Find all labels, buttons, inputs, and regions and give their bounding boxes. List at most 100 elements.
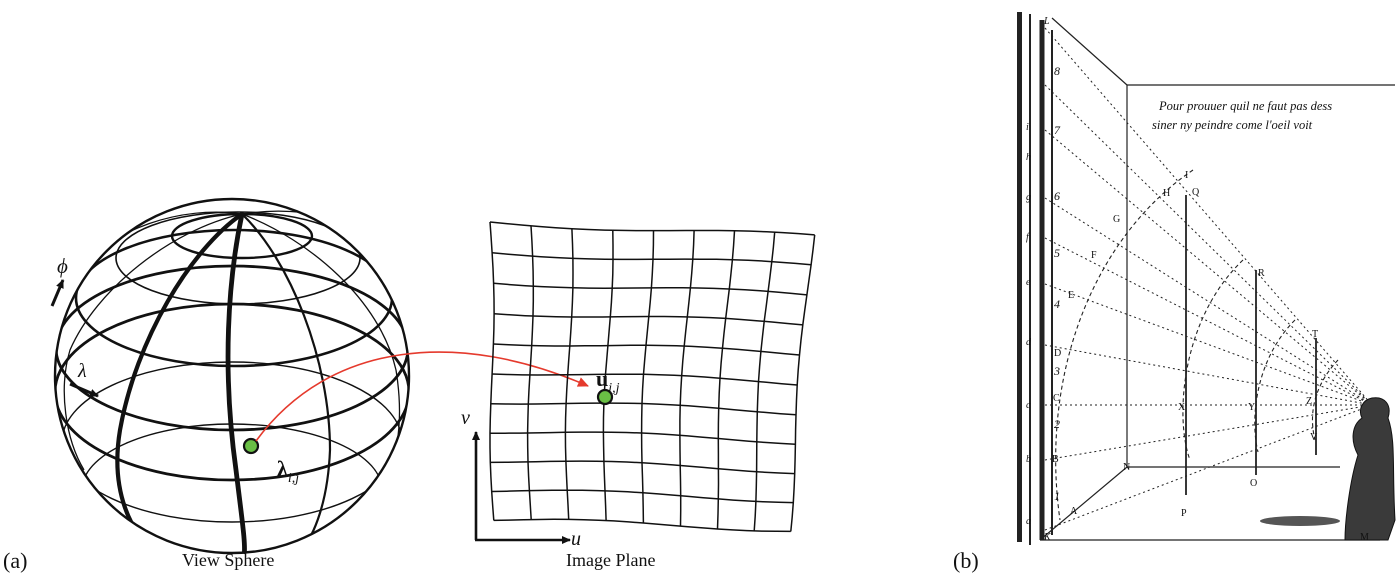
plane-letter: Z	[1306, 396, 1312, 407]
arc-letter: G	[1113, 214, 1120, 225]
observer-shadow	[1260, 516, 1340, 526]
arc-4	[1311, 359, 1339, 441]
engraving-caption-line2: siner ny peindre come l'oeil voit	[1152, 118, 1313, 132]
image-point-label: ui,j	[596, 366, 620, 396]
sight-line	[1044, 27, 1373, 406]
scale-number: 1	[1054, 489, 1060, 503]
scale-letter: g	[1026, 192, 1031, 203]
lambda-label: λ	[77, 360, 87, 382]
arc-letter: F	[1091, 250, 1097, 261]
scale-letter: L	[1043, 16, 1050, 27]
scale-letter: f	[1026, 232, 1030, 243]
arc-3	[1254, 319, 1296, 453]
image-plane: ui,j v u Image Plane	[461, 221, 816, 570]
grid-row-line	[493, 343, 800, 356]
scale-number: 4	[1054, 297, 1060, 311]
longitude-line	[225, 213, 247, 553]
image-point-marker	[596, 388, 614, 406]
grid-column-line	[640, 230, 655, 524]
scale-number: 2	[1054, 417, 1060, 431]
arc-letter: B	[1052, 454, 1059, 465]
image-grid	[489, 221, 816, 533]
grid-row-line	[492, 251, 812, 266]
scale-letter: d	[1026, 337, 1032, 348]
grid-row-line	[490, 460, 795, 475]
grid-row-line	[493, 518, 791, 533]
phi-arrow	[50, 279, 65, 307]
grid-row-line	[494, 312, 803, 326]
phi-label: ϕ	[57, 254, 68, 278]
sight-line	[1044, 344, 1373, 406]
image-point-symbol: u	[596, 366, 608, 391]
sphere-point-label: λi,j	[277, 456, 299, 486]
sphere-pole	[240, 212, 244, 216]
scale-number: 7	[1054, 123, 1061, 137]
scale-letter: h	[1026, 152, 1031, 163]
plane-letter: Q	[1192, 187, 1200, 198]
plane-letter: P	[1181, 508, 1187, 519]
lambda-arrow	[69, 382, 99, 398]
grid-row-line	[491, 489, 794, 504]
sight-line	[1044, 404, 1373, 461]
plane-letter: T	[1312, 329, 1318, 340]
scale-letter: e	[1026, 277, 1031, 288]
grid-column-line	[489, 221, 495, 521]
scale-number: 3	[1053, 364, 1060, 378]
sphere-caption: View Sphere	[182, 550, 274, 570]
observer-figure	[1344, 397, 1396, 541]
frame-top	[1051, 17, 1128, 86]
image-plane-caption: Image Plane	[566, 550, 655, 570]
grid-column-line	[526, 225, 535, 520]
plane-letter: X	[1178, 402, 1186, 413]
grid-row-line	[490, 402, 797, 416]
longitude-line	[241, 213, 401, 491]
sphere-point-marker	[242, 437, 260, 455]
scale-letter: K	[1043, 532, 1052, 543]
sight-lines	[1044, 27, 1373, 531]
mapping-arrow	[255, 351, 589, 442]
panel-a-label: (a)	[3, 548, 27, 573]
grid-column-line	[790, 234, 816, 532]
arc-letter: H	[1163, 188, 1170, 199]
panel-b-label: (b)	[953, 548, 979, 573]
scale-number: 6	[1054, 189, 1060, 203]
panel-a: (a)	[3, 197, 816, 573]
grid-row-line	[493, 282, 807, 296]
arc-letter: E	[1068, 290, 1074, 301]
sphere-outline	[53, 197, 411, 555]
sight-line	[1044, 237, 1373, 406]
sphere-grid	[55, 210, 409, 553]
engraving-border	[1017, 12, 1022, 542]
image-point-subscript: i,j	[608, 381, 619, 396]
arc-letter: D	[1054, 348, 1061, 359]
engraving-caption-line1: Pour prouuer quil ne faut pas dess	[1158, 99, 1332, 113]
scale-number: 5	[1054, 246, 1060, 260]
plane-letter: M	[1360, 532, 1369, 543]
scale-number: 8	[1054, 64, 1060, 78]
plane-letter: R	[1258, 268, 1265, 279]
plane-letter: N	[1123, 462, 1130, 473]
grid-row-line	[490, 431, 796, 446]
sphere-point-subscript: i,j	[288, 471, 299, 486]
perspective-engraving	[1017, 12, 1396, 545]
scale-letter: b	[1026, 454, 1031, 465]
longitude-line	[241, 213, 332, 553]
scale-letter: a	[1026, 516, 1031, 527]
sight-line	[1044, 283, 1373, 406]
arc-1	[1055, 169, 1194, 521]
grid-column-line	[679, 230, 695, 527]
arc-letter: A	[1070, 506, 1078, 517]
longitude-line	[63, 213, 243, 471]
grid-row-line	[489, 221, 815, 236]
scale-letter: c	[1026, 400, 1031, 411]
sight-line	[1044, 197, 1373, 406]
arc-letter: C	[1053, 393, 1060, 404]
panel-b: (b)	[953, 12, 1396, 573]
sphere-point-symbol: λ	[277, 456, 288, 481]
plane-letter: V	[1310, 432, 1318, 443]
v-axis-label: v	[461, 407, 470, 429]
sight-line	[1044, 84, 1373, 406]
ground-line	[1039, 466, 1128, 541]
